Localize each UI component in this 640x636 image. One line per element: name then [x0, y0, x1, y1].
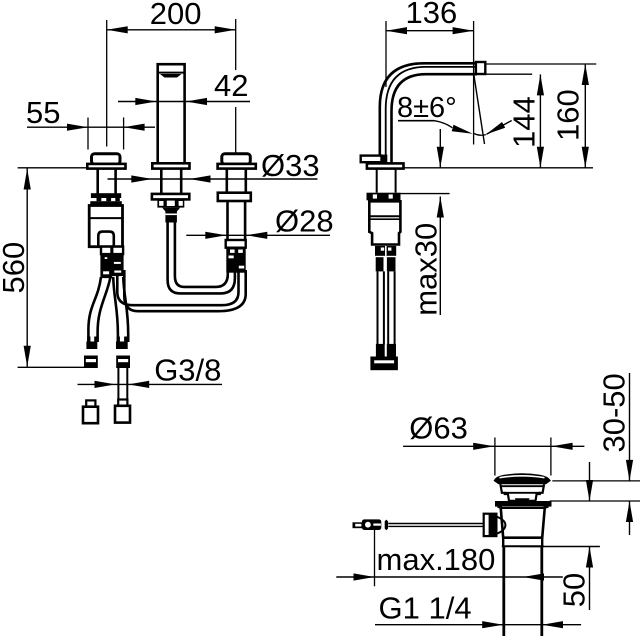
svg-text:8±6°: 8±6°: [397, 92, 457, 124]
svg-text:Ø63: Ø63: [409, 411, 468, 446]
svg-text:144: 144: [507, 96, 542, 148]
svg-text:G3/8: G3/8: [154, 352, 221, 387]
svg-text:42: 42: [214, 68, 248, 103]
svg-text:55: 55: [26, 95, 60, 130]
svg-text:max.180: max.180: [377, 542, 496, 577]
svg-text:50: 50: [557, 573, 592, 607]
svg-text:560: 560: [0, 242, 31, 294]
svg-text:Ø33: Ø33: [261, 148, 320, 183]
svg-text:200: 200: [150, 0, 202, 31]
svg-text:136: 136: [406, 0, 458, 30]
svg-text:max30: max30: [409, 223, 444, 316]
svg-text:30-50: 30-50: [597, 373, 632, 452]
svg-text:Ø28: Ø28: [275, 203, 334, 238]
svg-text:G1 1/4: G1 1/4: [379, 591, 472, 626]
svg-text:160: 160: [551, 89, 586, 141]
